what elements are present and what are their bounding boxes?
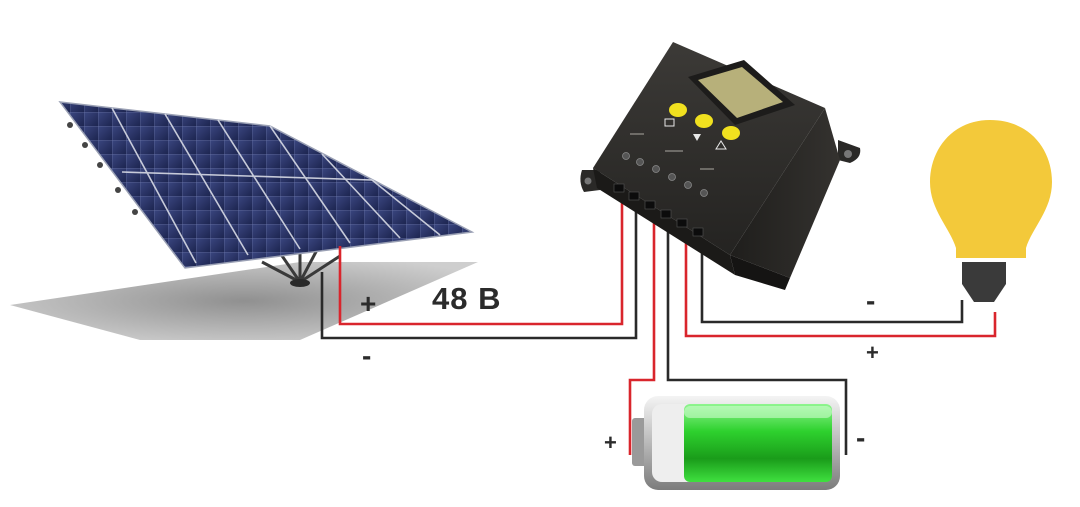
solar-panel-icon [10,101,478,340]
light-bulb-icon [930,120,1052,302]
load-positive-wire [684,230,997,338]
battery-positive-wire [628,205,656,455]
load-minus-label: - [866,285,876,316]
down-button-icon [695,114,713,128]
menu-button-icon [669,103,687,117]
controller-buttons [664,103,740,150]
battery-plus-label: + [604,430,617,455]
panel-positive-wire [338,188,624,326]
panel-plus-label: + [360,288,377,319]
battery-icon [632,396,840,490]
panel-minus-label: - [362,340,372,371]
voltage-label: 48 В [432,281,502,316]
battery-negative-wire [666,210,848,455]
load-negative-wire [700,238,964,324]
battery-minus-label: - [856,422,866,453]
load-plus-label: + [866,340,879,365]
lcd-screen [698,67,783,118]
charge-controller-icon [580,42,861,290]
panel-negative-wire [320,188,638,340]
set-button-icon [722,126,740,140]
battery-charge-fill [684,404,832,482]
